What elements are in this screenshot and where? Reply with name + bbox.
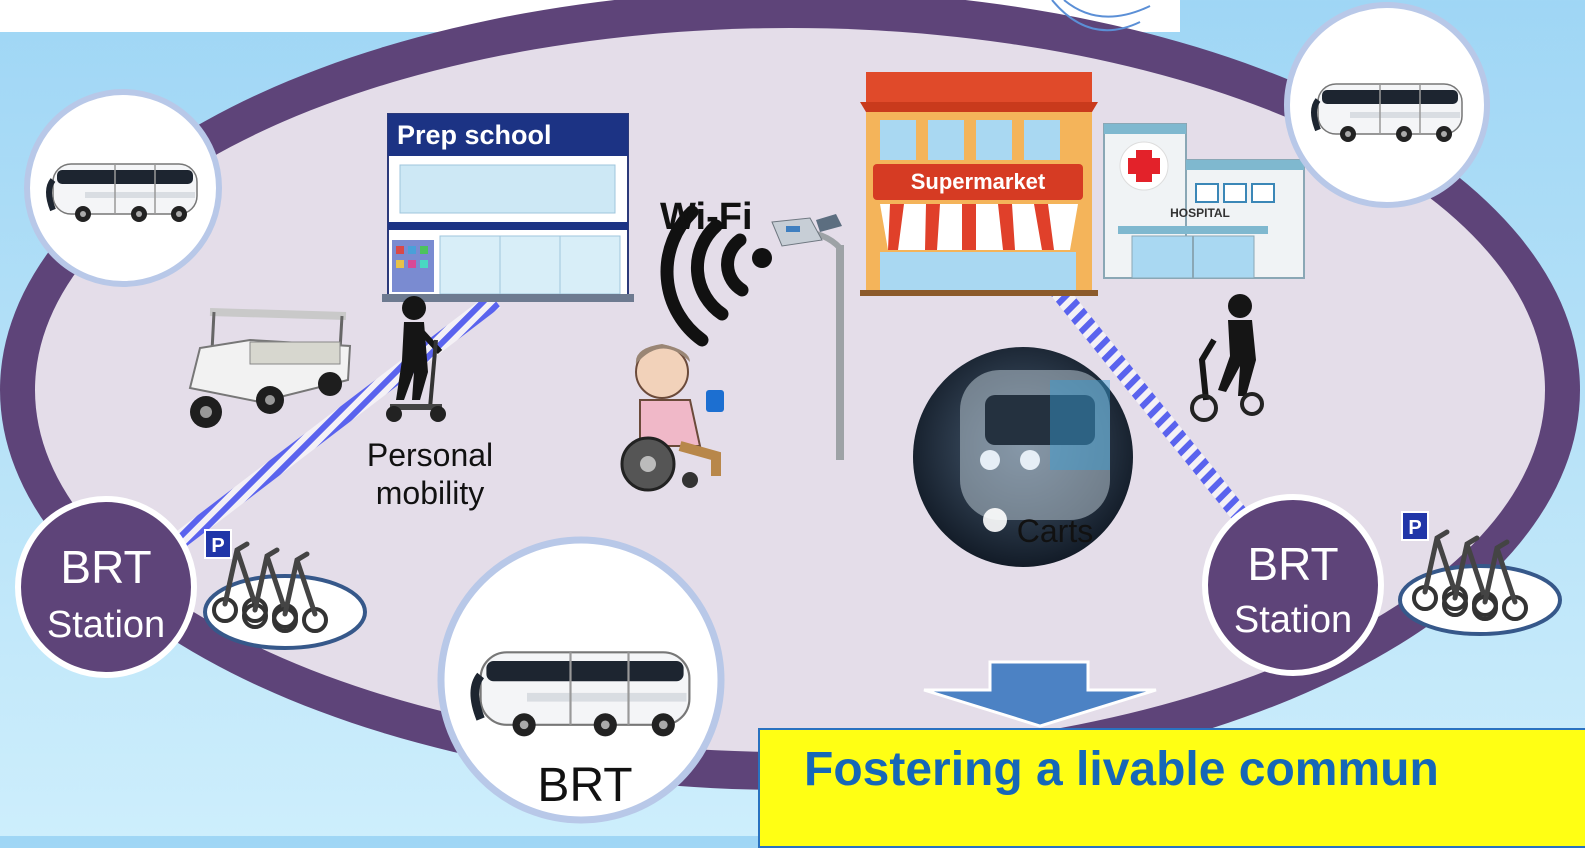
brt-station-left-subtitle: Station [46, 604, 166, 646]
path-left [174, 292, 501, 548]
down-arrow-icon [923, 660, 1157, 728]
brt-station-right [1202, 494, 1384, 676]
carts-label: Carts [1016, 513, 1094, 549]
wifi-icon [660, 205, 772, 347]
parking-letter-left: P [211, 535, 224, 557]
parking-sign-icon: P [1398, 511, 1562, 636]
hospital-icon [1103, 123, 1305, 279]
parking-sign-icon: P [203, 529, 367, 650]
brt-bus-label: BRT [537, 759, 633, 812]
supermarket-label: Supermarket [910, 169, 1046, 194]
logo-swirl-icon [1051, 0, 1151, 32]
wheelchair-icon [620, 344, 724, 492]
supermarket-icon [860, 72, 1098, 296]
brt-station-right-subtitle: Station [1233, 599, 1353, 641]
parking-letter-right: P [1408, 517, 1421, 539]
bus-icon [24, 89, 222, 287]
golf-cart-icon [188, 308, 352, 428]
bus-icon [1284, 2, 1490, 208]
standing-scooter-icon [1190, 294, 1264, 422]
brt-station-right-title: BRT [1247, 538, 1339, 590]
goal-banner-text: Fostering a livable commun [804, 743, 1439, 796]
standing-scooter-icon [386, 296, 446, 422]
goal-banner: Fostering a livable commun [758, 728, 1585, 848]
hospital-label: HOSPITAL [1170, 206, 1230, 220]
personal-mobility-label: Personal mobility [366, 437, 494, 511]
brt-station-left-title: BRT [60, 541, 152, 593]
autonomous-cart-icon [913, 347, 1133, 567]
building-icon [382, 113, 634, 302]
bus-icon [437, 536, 725, 824]
path-right [1051, 284, 1247, 521]
prep-school-label: Prep school [397, 120, 552, 150]
streetlight-icon [771, 214, 844, 460]
brt-station-left [15, 496, 197, 678]
wifi-label: Wi-Fi [660, 196, 753, 238]
